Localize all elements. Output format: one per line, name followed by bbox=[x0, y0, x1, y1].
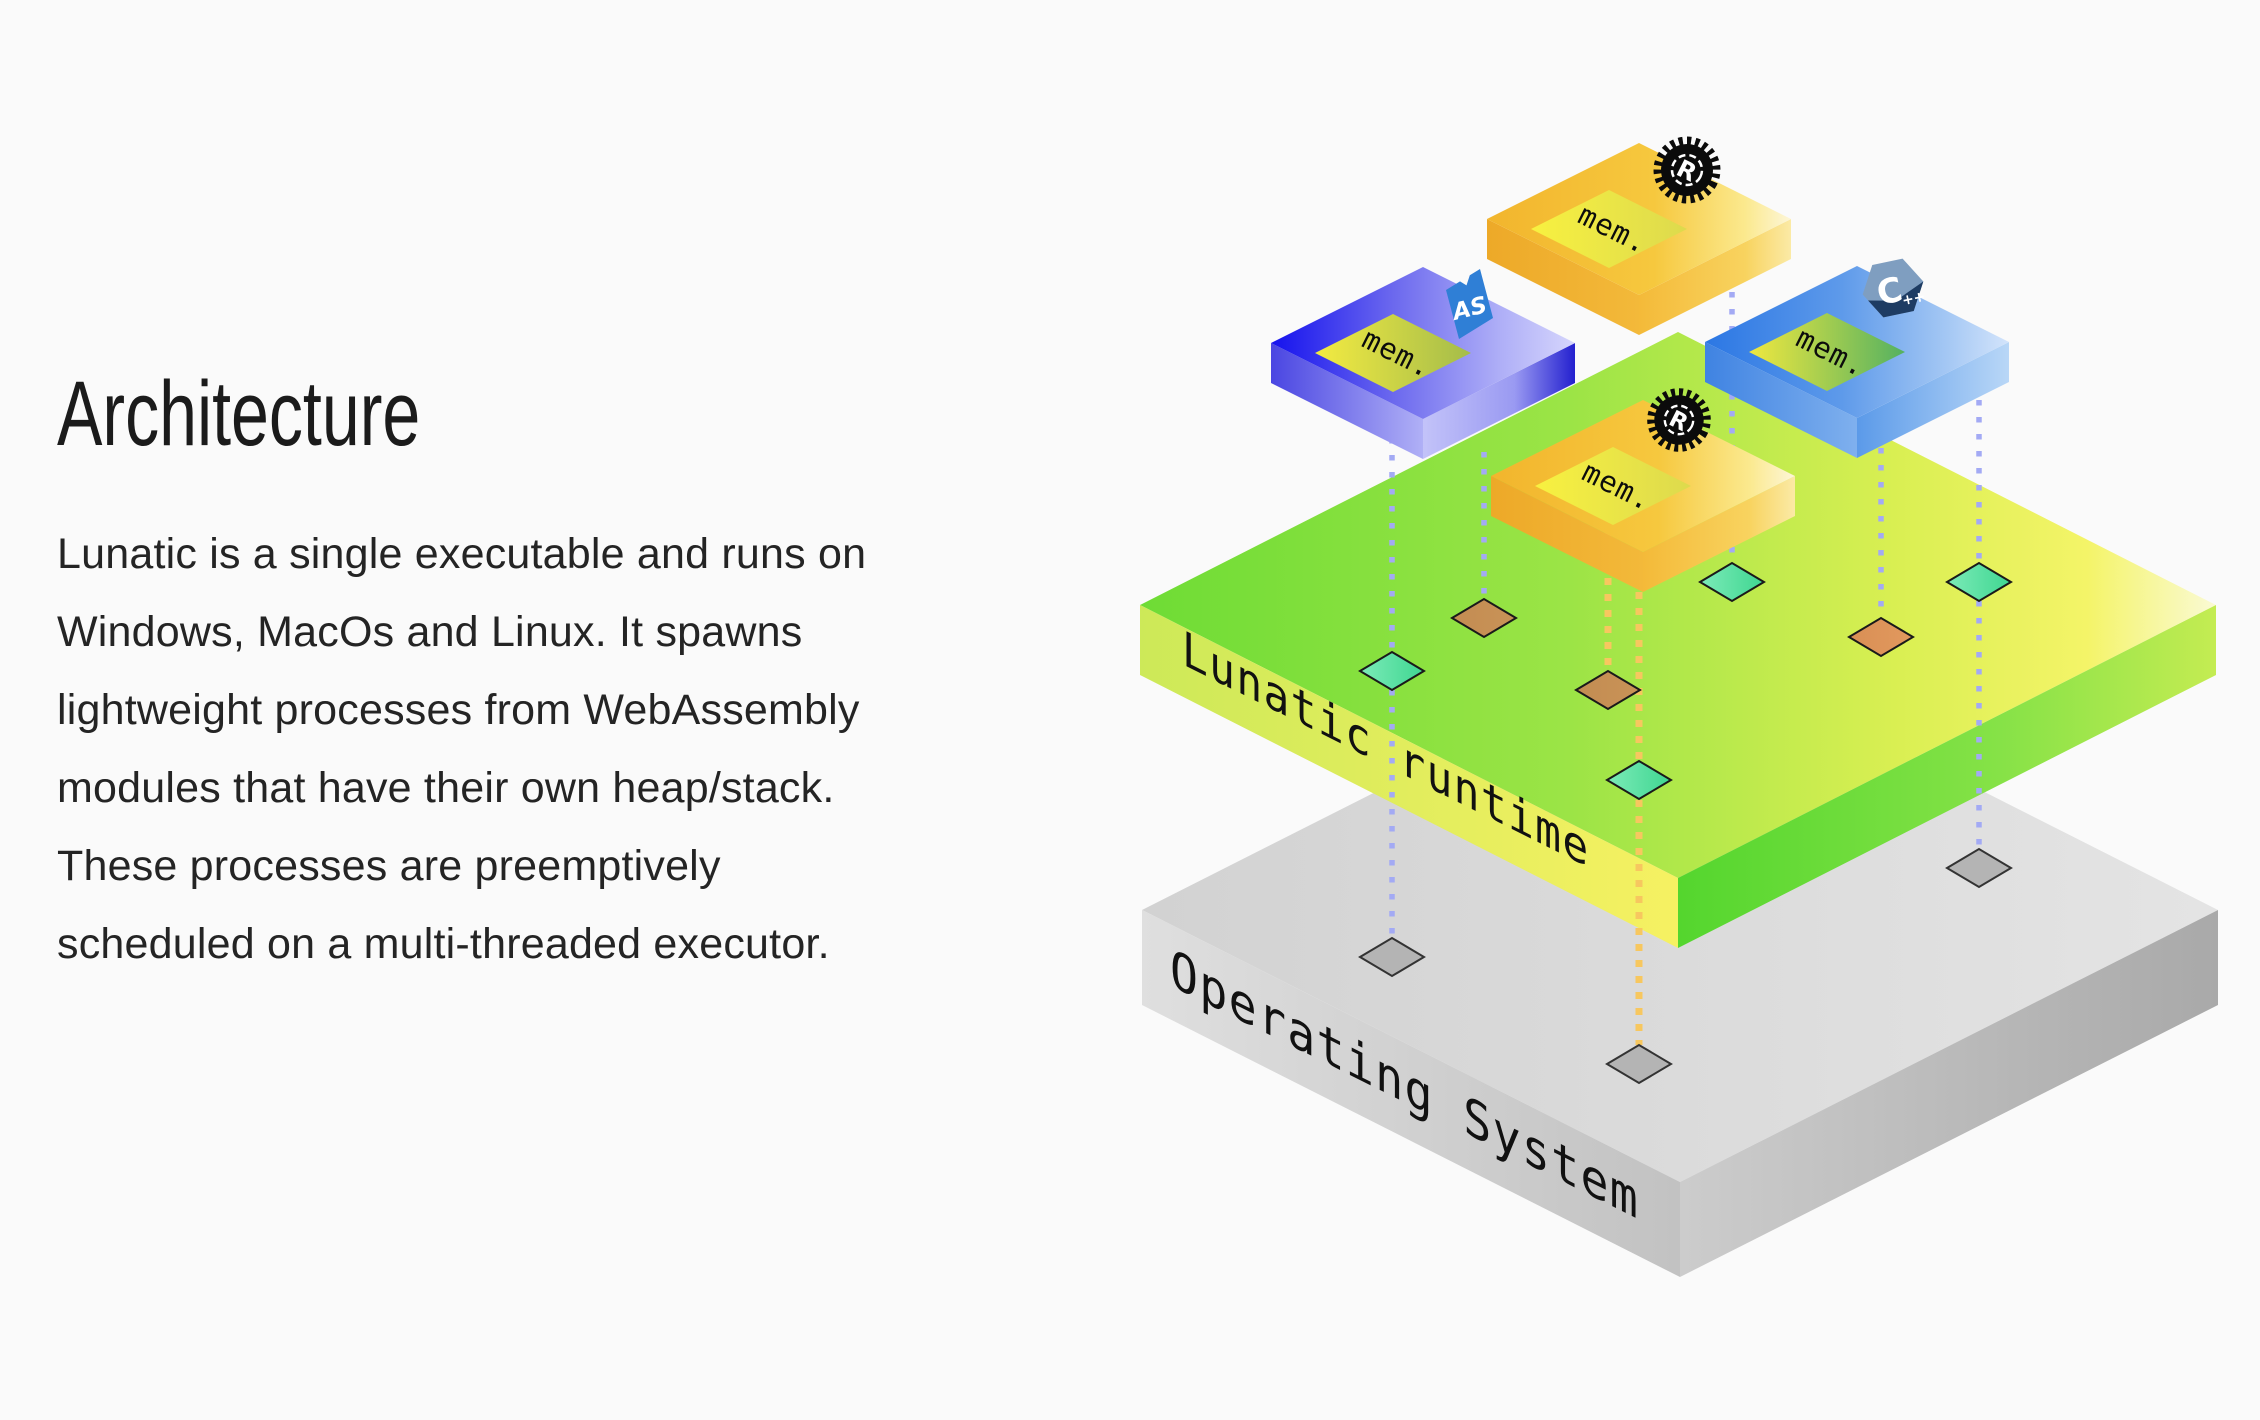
os-marker bbox=[1605, 1043, 1673, 1085]
runtime-process-markers bbox=[1358, 561, 2013, 801]
process-marker-brown bbox=[1450, 597, 1518, 639]
module-front-right-face bbox=[1857, 342, 2009, 458]
module-memory-area bbox=[1531, 190, 1687, 268]
module-front-left-face bbox=[1487, 219, 1639, 335]
module-front-left-face bbox=[1705, 342, 1857, 458]
process-marker-teal bbox=[1358, 650, 1426, 692]
cpp-plus-signs: ++ bbox=[1901, 289, 1927, 310]
process-marker-brown bbox=[1574, 669, 1642, 711]
rust-gear-icon: R bbox=[1653, 136, 1721, 204]
module-memory-area bbox=[1315, 314, 1471, 392]
runtime-layer-front-right-face bbox=[1678, 605, 2216, 948]
process-marker-teal bbox=[1698, 561, 1766, 603]
module-box-rust-top: mem. R bbox=[1487, 136, 1791, 335]
module-box-cpp: mem. C ++ bbox=[1705, 258, 2009, 458]
module-box-rust-mid: mem. R bbox=[1491, 388, 1795, 592]
lunatic-architecture-diagram: Operating System Lunatic runtime bbox=[1140, 136, 2218, 1277]
module-memory-area bbox=[1535, 447, 1691, 525]
cpp-icon: C ++ bbox=[1862, 258, 1927, 318]
assemblyscript-icon: AS bbox=[1446, 269, 1493, 339]
module-front-right-face bbox=[1643, 476, 1795, 592]
module-box-assemblyscript: mem. AS bbox=[1271, 267, 1575, 459]
module-front-right-face bbox=[1639, 219, 1791, 335]
process-marker-teal bbox=[1945, 561, 2013, 603]
architecture-section: Architecture Lunatic is a single executa… bbox=[57, 366, 1037, 983]
runtime-layer-front-left-face bbox=[1140, 605, 1678, 948]
module-front-left-face bbox=[1271, 343, 1423, 459]
module-memory-area bbox=[1749, 313, 1905, 391]
page-title: Architecture bbox=[57, 363, 421, 465]
os-layer-front-left-face bbox=[1142, 910, 1680, 1277]
module-front-left-face bbox=[1491, 476, 1643, 592]
process-marker-teal bbox=[1605, 759, 1673, 801]
rust-gear-icon: R bbox=[1647, 388, 1711, 452]
os-layer-front-right-face bbox=[1680, 910, 2218, 1277]
connector-lines bbox=[1389, 292, 1982, 1045]
process-marker-orange bbox=[1847, 616, 1915, 658]
module-front-right-face bbox=[1423, 343, 1575, 459]
os-marker bbox=[1358, 936, 1426, 978]
section-body-text: Lunatic is a single executable and runs … bbox=[57, 529, 867, 968]
os-process-markers bbox=[1358, 847, 2013, 1085]
os-marker bbox=[1945, 847, 2013, 889]
